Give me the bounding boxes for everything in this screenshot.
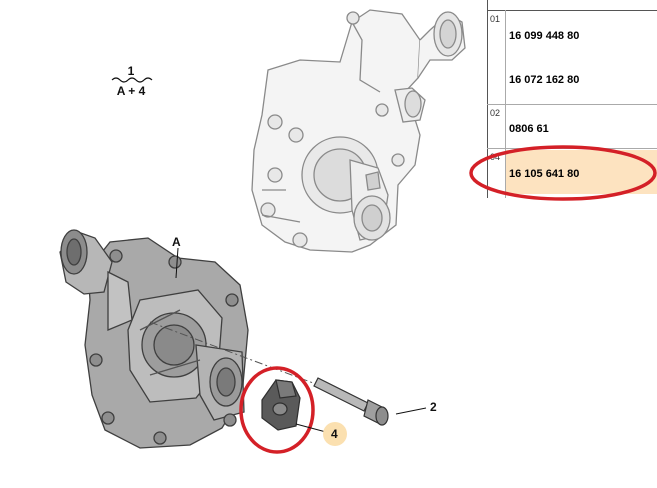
- bolt-part: [313, 377, 389, 426]
- assembly-number: 1: [128, 64, 135, 78]
- callout-4: 4: [331, 427, 338, 441]
- row-index: 01: [490, 14, 501, 24]
- leader-4: [295, 423, 327, 433]
- callout-2: 2: [430, 400, 437, 414]
- reference-number: 0806 61: [509, 123, 549, 135]
- reference-number: 16 072 162 80: [509, 74, 580, 86]
- table-row-divider: [487, 104, 657, 105]
- water-pump-lower: [59, 229, 249, 449]
- parts-table: 01 16 099 448 80 16 072 162 80 02 0806 6…: [487, 0, 657, 198]
- table-row-divider: [487, 148, 657, 149]
- leader-a: [175, 247, 179, 279]
- row-index: 04: [490, 152, 501, 162]
- leader-2: [395, 407, 427, 415]
- assembly-spec: A + 4: [117, 84, 146, 98]
- table-border: [487, 10, 657, 11]
- table-border: [487, 0, 488, 198]
- water-pump-upper: [251, 9, 466, 253]
- row-index: 02: [490, 108, 501, 118]
- callout-4-badge: [323, 422, 347, 446]
- assembly-divider: [111, 77, 153, 83]
- callout-a: A: [172, 235, 181, 249]
- highlight-ring-part-4: [239, 366, 315, 454]
- reference-number: 16 099 448 80: [509, 30, 580, 42]
- bracket-part: [261, 379, 301, 431]
- reference-number-highlighted: 16 105 641 80: [509, 168, 580, 180]
